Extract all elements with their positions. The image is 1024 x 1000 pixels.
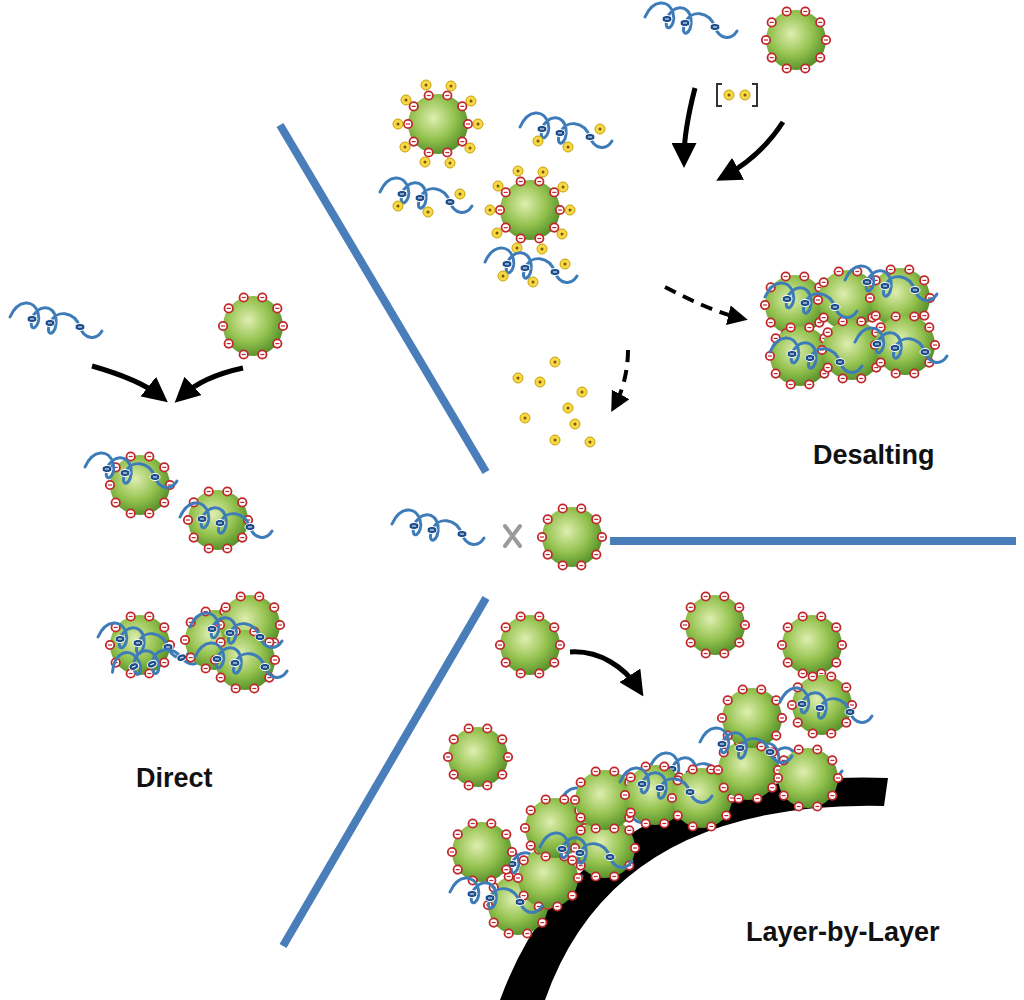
route-label: Direct <box>133 763 216 794</box>
no-interaction <box>392 504 606 569</box>
divider-lines <box>280 125 1016 946</box>
desalting-route <box>380 3 947 447</box>
route-label: Desalting <box>810 440 938 471</box>
route-label: Layer-by-Layer <box>743 917 943 948</box>
direct-route <box>10 293 287 692</box>
